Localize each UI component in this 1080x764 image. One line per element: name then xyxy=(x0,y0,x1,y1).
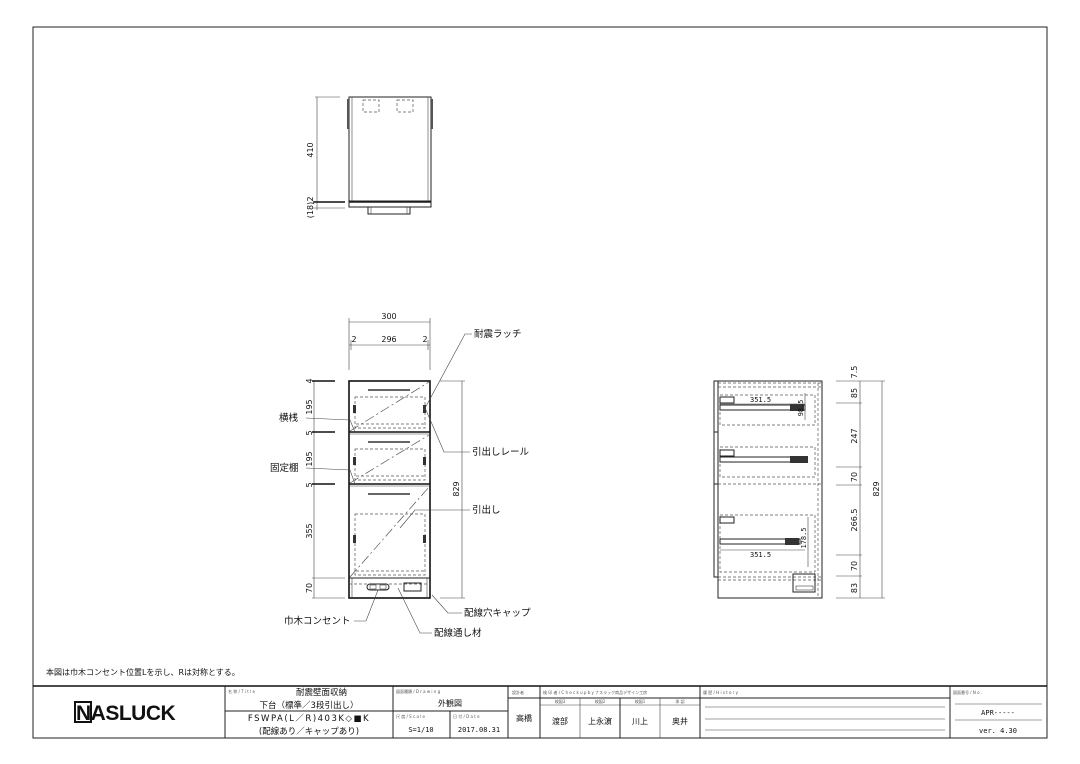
scale-caption: 尺 度 / S c a l e xyxy=(396,713,426,719)
side-dim-v: 83 xyxy=(850,583,859,593)
front-dim-v: 5 xyxy=(305,430,314,435)
model-note: (配線あり／キャップあり) xyxy=(259,726,359,737)
front-inner-dim: 296 xyxy=(381,335,396,344)
label-drawer: 引出し xyxy=(472,504,501,516)
model-number: FSWPA(L／R)403K◇■K xyxy=(248,714,370,724)
side-rail-h-top: 98.5 xyxy=(797,400,805,417)
front-right-dim: 2 xyxy=(422,335,427,344)
top-small-dim: 2 xyxy=(306,196,315,201)
checker-role: 検図1 xyxy=(635,698,646,704)
front-dim-v: 195 xyxy=(305,399,314,414)
top-depth-dim: 410 xyxy=(306,142,315,157)
front-width-dim: 300 xyxy=(381,312,396,321)
top-paren-dim: (18) xyxy=(306,202,315,218)
scale: S=1/10 xyxy=(408,726,433,734)
title-caption: 名 称 / T i t l e xyxy=(228,688,255,694)
title-block: NASLUCK 名 称 / T i t l e 耐震壁面収納 下台（標準／3段引… xyxy=(33,685,1047,738)
checker-role: 承 認 xyxy=(675,698,684,704)
side-dim-v: 247 xyxy=(850,428,859,443)
label-wiring: 配線通し材 xyxy=(434,627,482,639)
drawing-type: 外観図 xyxy=(438,698,462,708)
title-line1: 耐震壁面収納 xyxy=(296,687,347,698)
date-caption: 日 付 / D a t e xyxy=(453,713,480,719)
side-dim-v: 266.5 xyxy=(850,509,859,532)
side-rail-len-top: 351.5 xyxy=(750,396,771,404)
svg-text:NASLUCK: NASLUCK xyxy=(76,702,175,725)
checker-name: 奥井 xyxy=(672,716,688,726)
drawing-note: 本図は巾木コンセント位置Lを示し、Rは対称とする。 xyxy=(46,667,240,677)
sheet-frame xyxy=(32,26,1048,739)
front-dim-v: 5 xyxy=(305,482,314,487)
drawing-number: APR----- xyxy=(981,709,1015,717)
history-caption: 履 歴 / H i s t o r y xyxy=(703,689,739,695)
side-dim-v: 85 xyxy=(850,388,859,398)
side-height-dim: 829 xyxy=(872,481,881,496)
designer-caption: 設計者 xyxy=(512,689,524,695)
side-dim-v: 70 xyxy=(850,561,859,571)
front-left-dim: 2 xyxy=(351,335,356,344)
top-view: 410 2 (18) xyxy=(306,96,433,218)
number-caption: 図面番号 / N o . xyxy=(953,689,982,695)
checker-role: 検図3 xyxy=(555,698,566,704)
label-latch: 耐震ラッチ xyxy=(474,328,522,340)
version: ver. 4.30 xyxy=(979,727,1017,735)
nasluck-logo: NASLUCK xyxy=(74,701,176,725)
checker-name: 渡部 xyxy=(552,716,568,726)
front-dim-v: 355 xyxy=(305,523,314,538)
front-dim-v: 70 xyxy=(305,583,314,593)
front-height-dim: 829 xyxy=(452,481,461,496)
designer: 高橋 xyxy=(516,713,532,723)
side-rail-len-bottom: 351.5 xyxy=(750,551,771,559)
check-caption: 検 印 者 / C h e c k u p b y ナスラック商品デザイン工房 xyxy=(543,689,647,695)
label-crossbar: 横桟 xyxy=(279,412,299,424)
side-dim-v: 70 xyxy=(850,472,859,482)
drawing-type-caption: 図面種類 / D r a w i n g xyxy=(396,688,441,694)
date: 2017.08.31 xyxy=(458,726,500,734)
checker-role: 検図2 xyxy=(595,698,606,704)
label-fixed-shelf: 固定棚 xyxy=(270,462,299,474)
label-rail: 引出しレール xyxy=(472,446,530,458)
title-line2: 下台（標準／3段引出し） xyxy=(260,700,359,711)
side-rail-h-bottom: 178.5 xyxy=(800,527,808,548)
side-view: 351.5 351.5 98.5 178.5 7.5 85 247 70 266… xyxy=(713,366,885,599)
label-cap: 配線穴キャップ xyxy=(464,607,531,619)
checker-name: 上永濵 xyxy=(588,716,612,726)
front-dim-v: 195 xyxy=(305,451,314,466)
label-outlet: 巾木コンセント xyxy=(284,615,351,627)
front-dim-v: 4 xyxy=(305,378,314,383)
checker-name: 川上 xyxy=(632,717,648,726)
front-view: 300 2 296 2 4 195 5 195 5 355 70 829 耐震ラ… xyxy=(270,312,531,639)
side-dim-v: 7.5 xyxy=(850,366,859,379)
